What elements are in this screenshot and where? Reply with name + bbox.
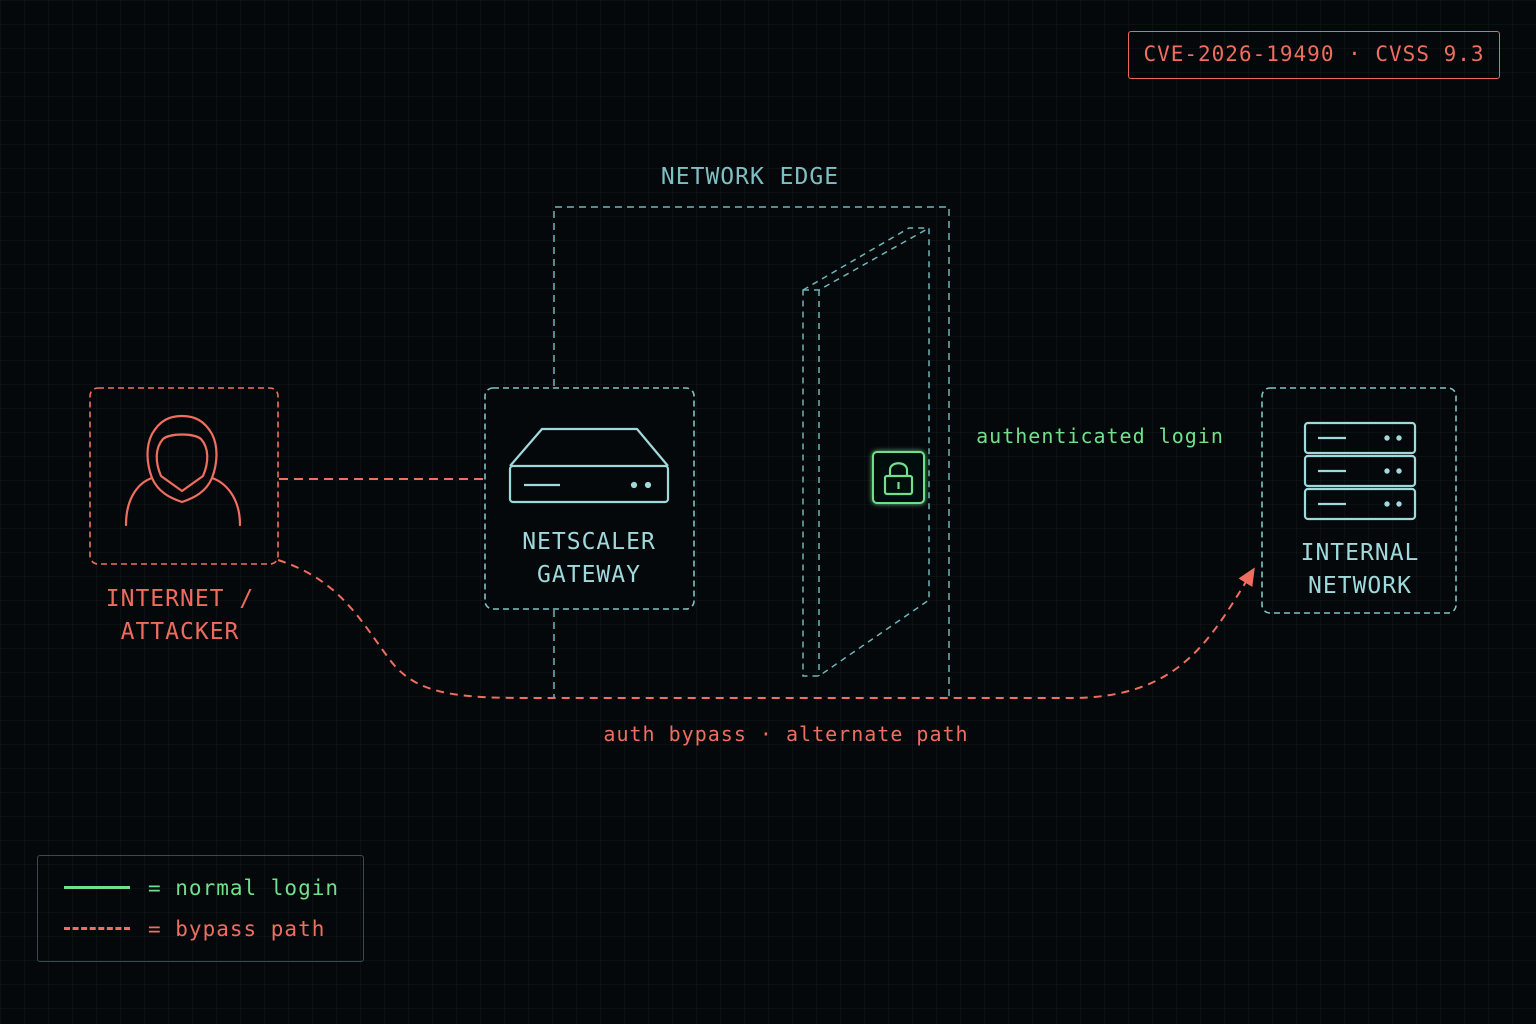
attacker-label: INTERNET / ATTACKER: [80, 583, 280, 649]
dashed-line-swatch: [64, 927, 130, 930]
server-stack-icon: [1303, 421, 1417, 521]
network-edge-label: NETWORK EDGE: [660, 164, 840, 190]
gateway-label: NETSCALER GATEWAY: [486, 526, 692, 592]
solid-line-swatch: [64, 886, 130, 889]
authenticated-login-label: authenticated login: [976, 424, 1224, 448]
firewall-door: [802, 227, 930, 677]
attacker-label-line1: INTERNET /: [105, 586, 255, 612]
network-edge-zone: [553, 206, 950, 698]
bypass-path-label: auth bypass · alternate path: [603, 722, 969, 746]
internal-label-line2: NETWORK: [1308, 573, 1412, 599]
cve-badge: CVE-2026-19490 · CVSS 9.3: [1128, 31, 1500, 79]
padlock-icon: [872, 451, 925, 504]
gateway-label-line2: GATEWAY: [537, 562, 641, 588]
attacker-node: [89, 387, 279, 565]
legend-text-bypass-path: = bypass path: [148, 917, 326, 941]
legend-item-normal-login: = normal login: [38, 873, 363, 903]
internal-network-node: [1261, 387, 1457, 614]
hooded-attacker-icon: [124, 414, 242, 527]
bypass-path-line: [277, 559, 1255, 700]
legend-text-normal-login: = normal login: [148, 876, 340, 900]
internal-network-label: INTERNAL NETWORK: [1262, 537, 1458, 603]
gateway-node: [484, 387, 695, 610]
gateway-label-line1: NETSCALER: [522, 529, 656, 555]
legend: = normal login = bypass path: [37, 855, 364, 962]
attacker-label-line2: ATTACKER: [120, 619, 240, 645]
gateway-appliance-icon: [508, 427, 670, 504]
legend-item-bypass-path: = bypass path: [38, 914, 363, 944]
internal-label-line1: INTERNAL: [1300, 540, 1420, 566]
